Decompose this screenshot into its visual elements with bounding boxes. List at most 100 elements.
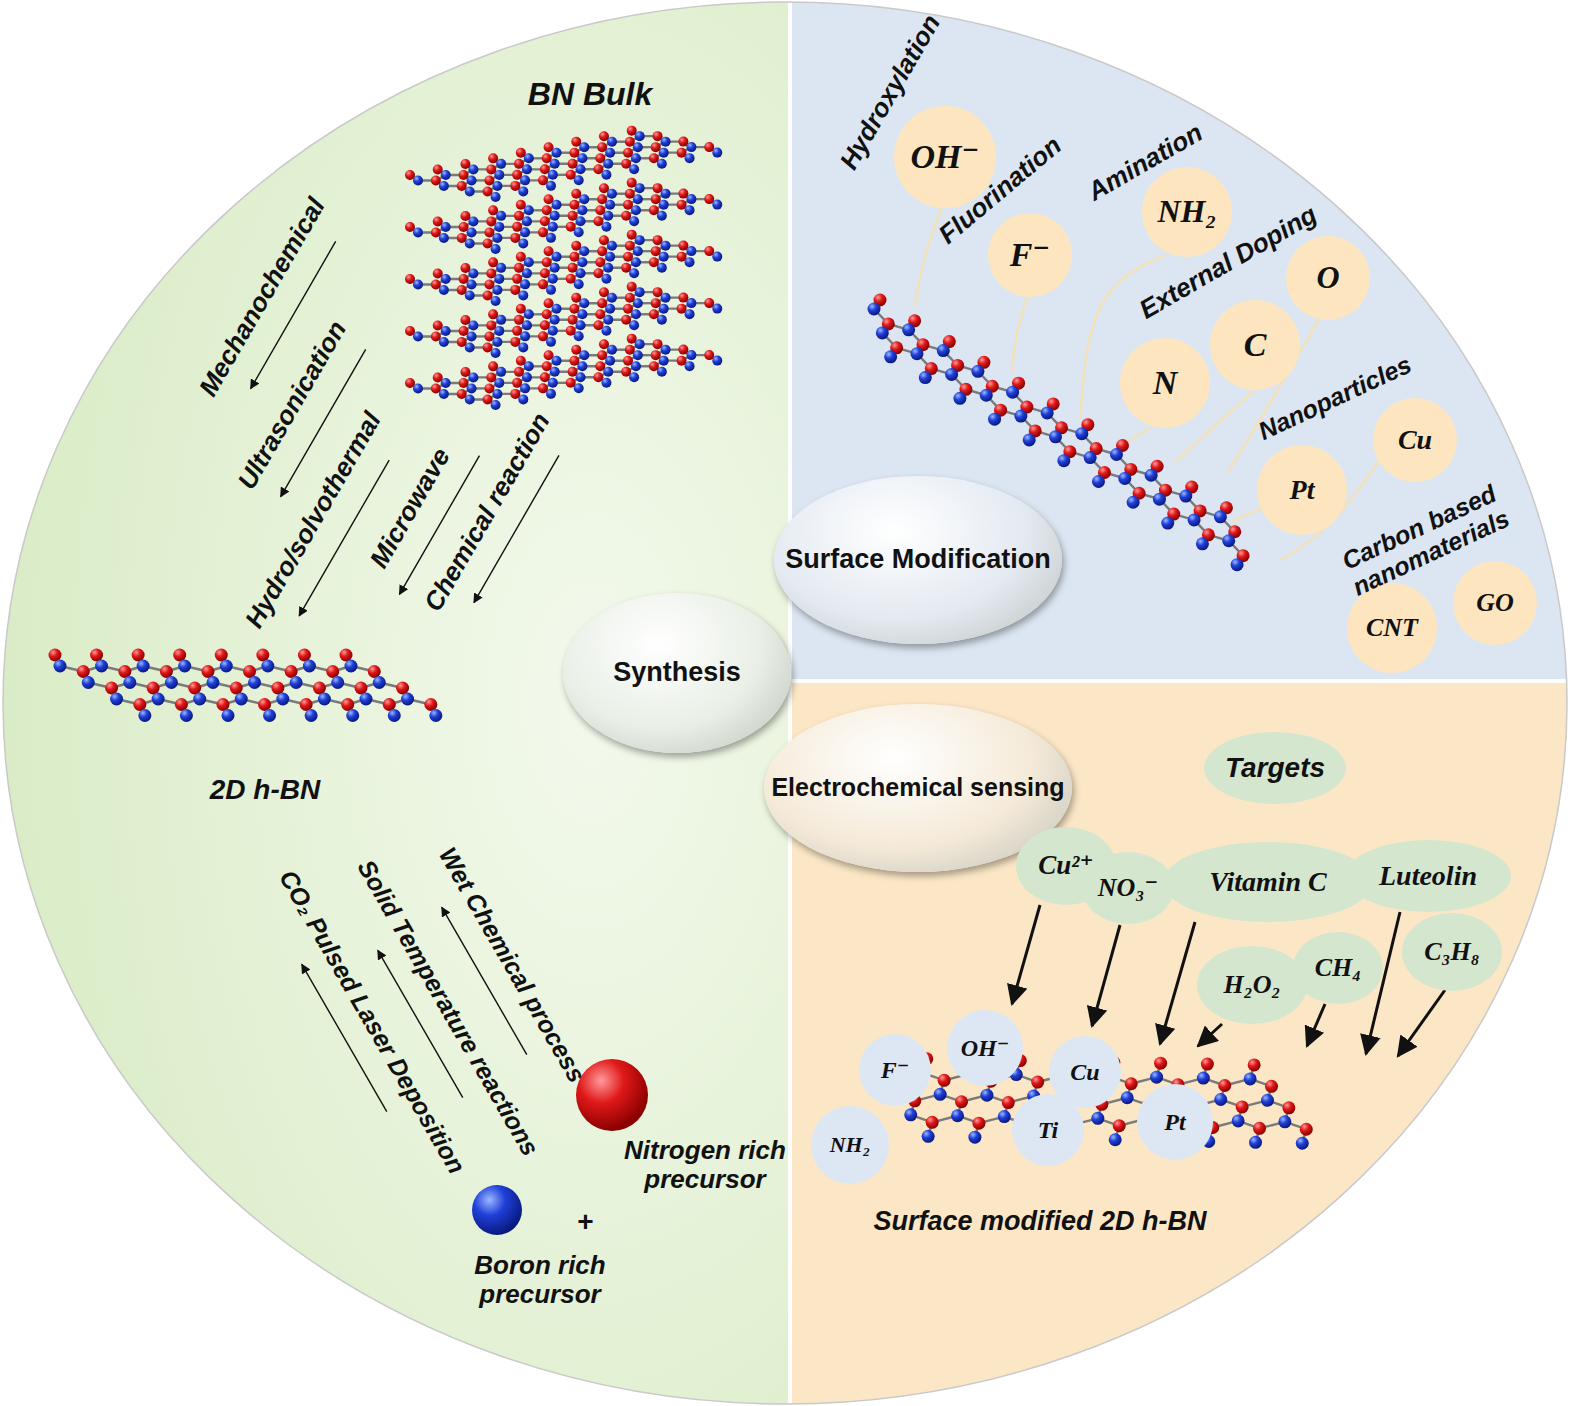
atom	[576, 164, 586, 174]
atom	[919, 371, 932, 384]
atom	[494, 378, 504, 388]
atom	[657, 159, 667, 169]
atom	[178, 660, 191, 673]
atom	[605, 252, 615, 262]
atom	[467, 383, 477, 393]
atom	[359, 693, 372, 706]
atom	[522, 216, 532, 226]
atom	[520, 383, 530, 393]
atom	[631, 257, 641, 267]
atom	[685, 153, 695, 163]
atom	[494, 222, 504, 232]
atom	[1196, 537, 1209, 550]
atom	[938, 1074, 951, 1087]
atom	[388, 709, 401, 722]
atom	[518, 290, 528, 300]
atom	[110, 693, 123, 706]
method-label: Solid Temperature reactions	[352, 855, 544, 1160]
atom	[439, 181, 449, 191]
atom	[1214, 1093, 1227, 1106]
atom	[318, 693, 331, 706]
atom	[1236, 1100, 1249, 1113]
atom	[685, 361, 695, 371]
atom	[1057, 454, 1070, 467]
atom	[633, 194, 643, 204]
atom	[552, 356, 562, 366]
atom	[635, 287, 645, 297]
atom	[579, 350, 589, 360]
node-text: C₃H₈	[1424, 938, 1480, 967]
atom	[603, 211, 613, 221]
atom	[1188, 513, 1201, 526]
atom	[631, 361, 641, 371]
atom	[601, 326, 611, 336]
atom	[467, 279, 477, 289]
atom	[607, 345, 617, 355]
target-ellipse: Targets	[1204, 732, 1346, 804]
atom	[518, 238, 528, 248]
atom	[884, 350, 897, 363]
carbon-circle: GO	[1453, 561, 1537, 645]
atom	[577, 205, 587, 215]
atom	[550, 159, 560, 169]
atom	[331, 676, 344, 689]
atom	[629, 216, 639, 226]
atom	[601, 378, 611, 388]
atom	[413, 384, 423, 394]
atom	[546, 233, 556, 243]
atom	[1296, 1137, 1309, 1150]
atom	[685, 309, 695, 319]
atom	[546, 181, 556, 191]
atom	[468, 164, 478, 174]
atom	[1231, 558, 1244, 571]
atom	[548, 378, 558, 388]
atom	[659, 304, 669, 314]
target-ellipse: Vitamin C	[1163, 842, 1373, 922]
atom	[193, 693, 206, 706]
atom	[712, 200, 722, 210]
atom	[605, 356, 615, 366]
atom	[972, 1117, 985, 1130]
atom	[1218, 1079, 1231, 1092]
atom	[601, 274, 611, 284]
atom	[496, 263, 506, 273]
atom	[657, 315, 667, 325]
node-text: GO	[1476, 589, 1514, 618]
atom	[520, 227, 530, 237]
atom	[712, 356, 722, 366]
atom	[441, 222, 451, 232]
node-text: Cu	[1398, 425, 1432, 456]
section-button: Surface Modification	[774, 476, 1062, 644]
atom	[1222, 534, 1235, 547]
dopant-circle: O	[1286, 236, 1370, 320]
atom	[123, 676, 136, 689]
atom	[429, 709, 442, 722]
target-ellipse: NO₃⁻	[1082, 852, 1174, 924]
atom	[465, 238, 475, 248]
atom	[574, 227, 584, 237]
atom	[413, 228, 423, 238]
atom	[206, 676, 219, 689]
atom	[657, 263, 667, 273]
atom	[496, 159, 506, 169]
atom	[1113, 1119, 1126, 1132]
surface-group-circle: Ti	[1012, 1094, 1084, 1166]
atom	[491, 296, 501, 306]
atom	[607, 137, 617, 147]
atom	[220, 660, 233, 673]
atom	[661, 293, 671, 303]
atom	[373, 676, 386, 689]
atom	[344, 660, 357, 673]
circle-outline	[3, 2, 1567, 1404]
atom	[579, 142, 589, 152]
atom	[953, 392, 966, 405]
target-arrow	[1012, 905, 1040, 1004]
atom	[661, 241, 671, 251]
atom	[659, 148, 669, 158]
atom	[522, 268, 532, 278]
atom	[1161, 517, 1174, 530]
atom	[1154, 1057, 1167, 1070]
atom	[1150, 1071, 1163, 1084]
node-text: F⁻	[881, 1057, 910, 1083]
